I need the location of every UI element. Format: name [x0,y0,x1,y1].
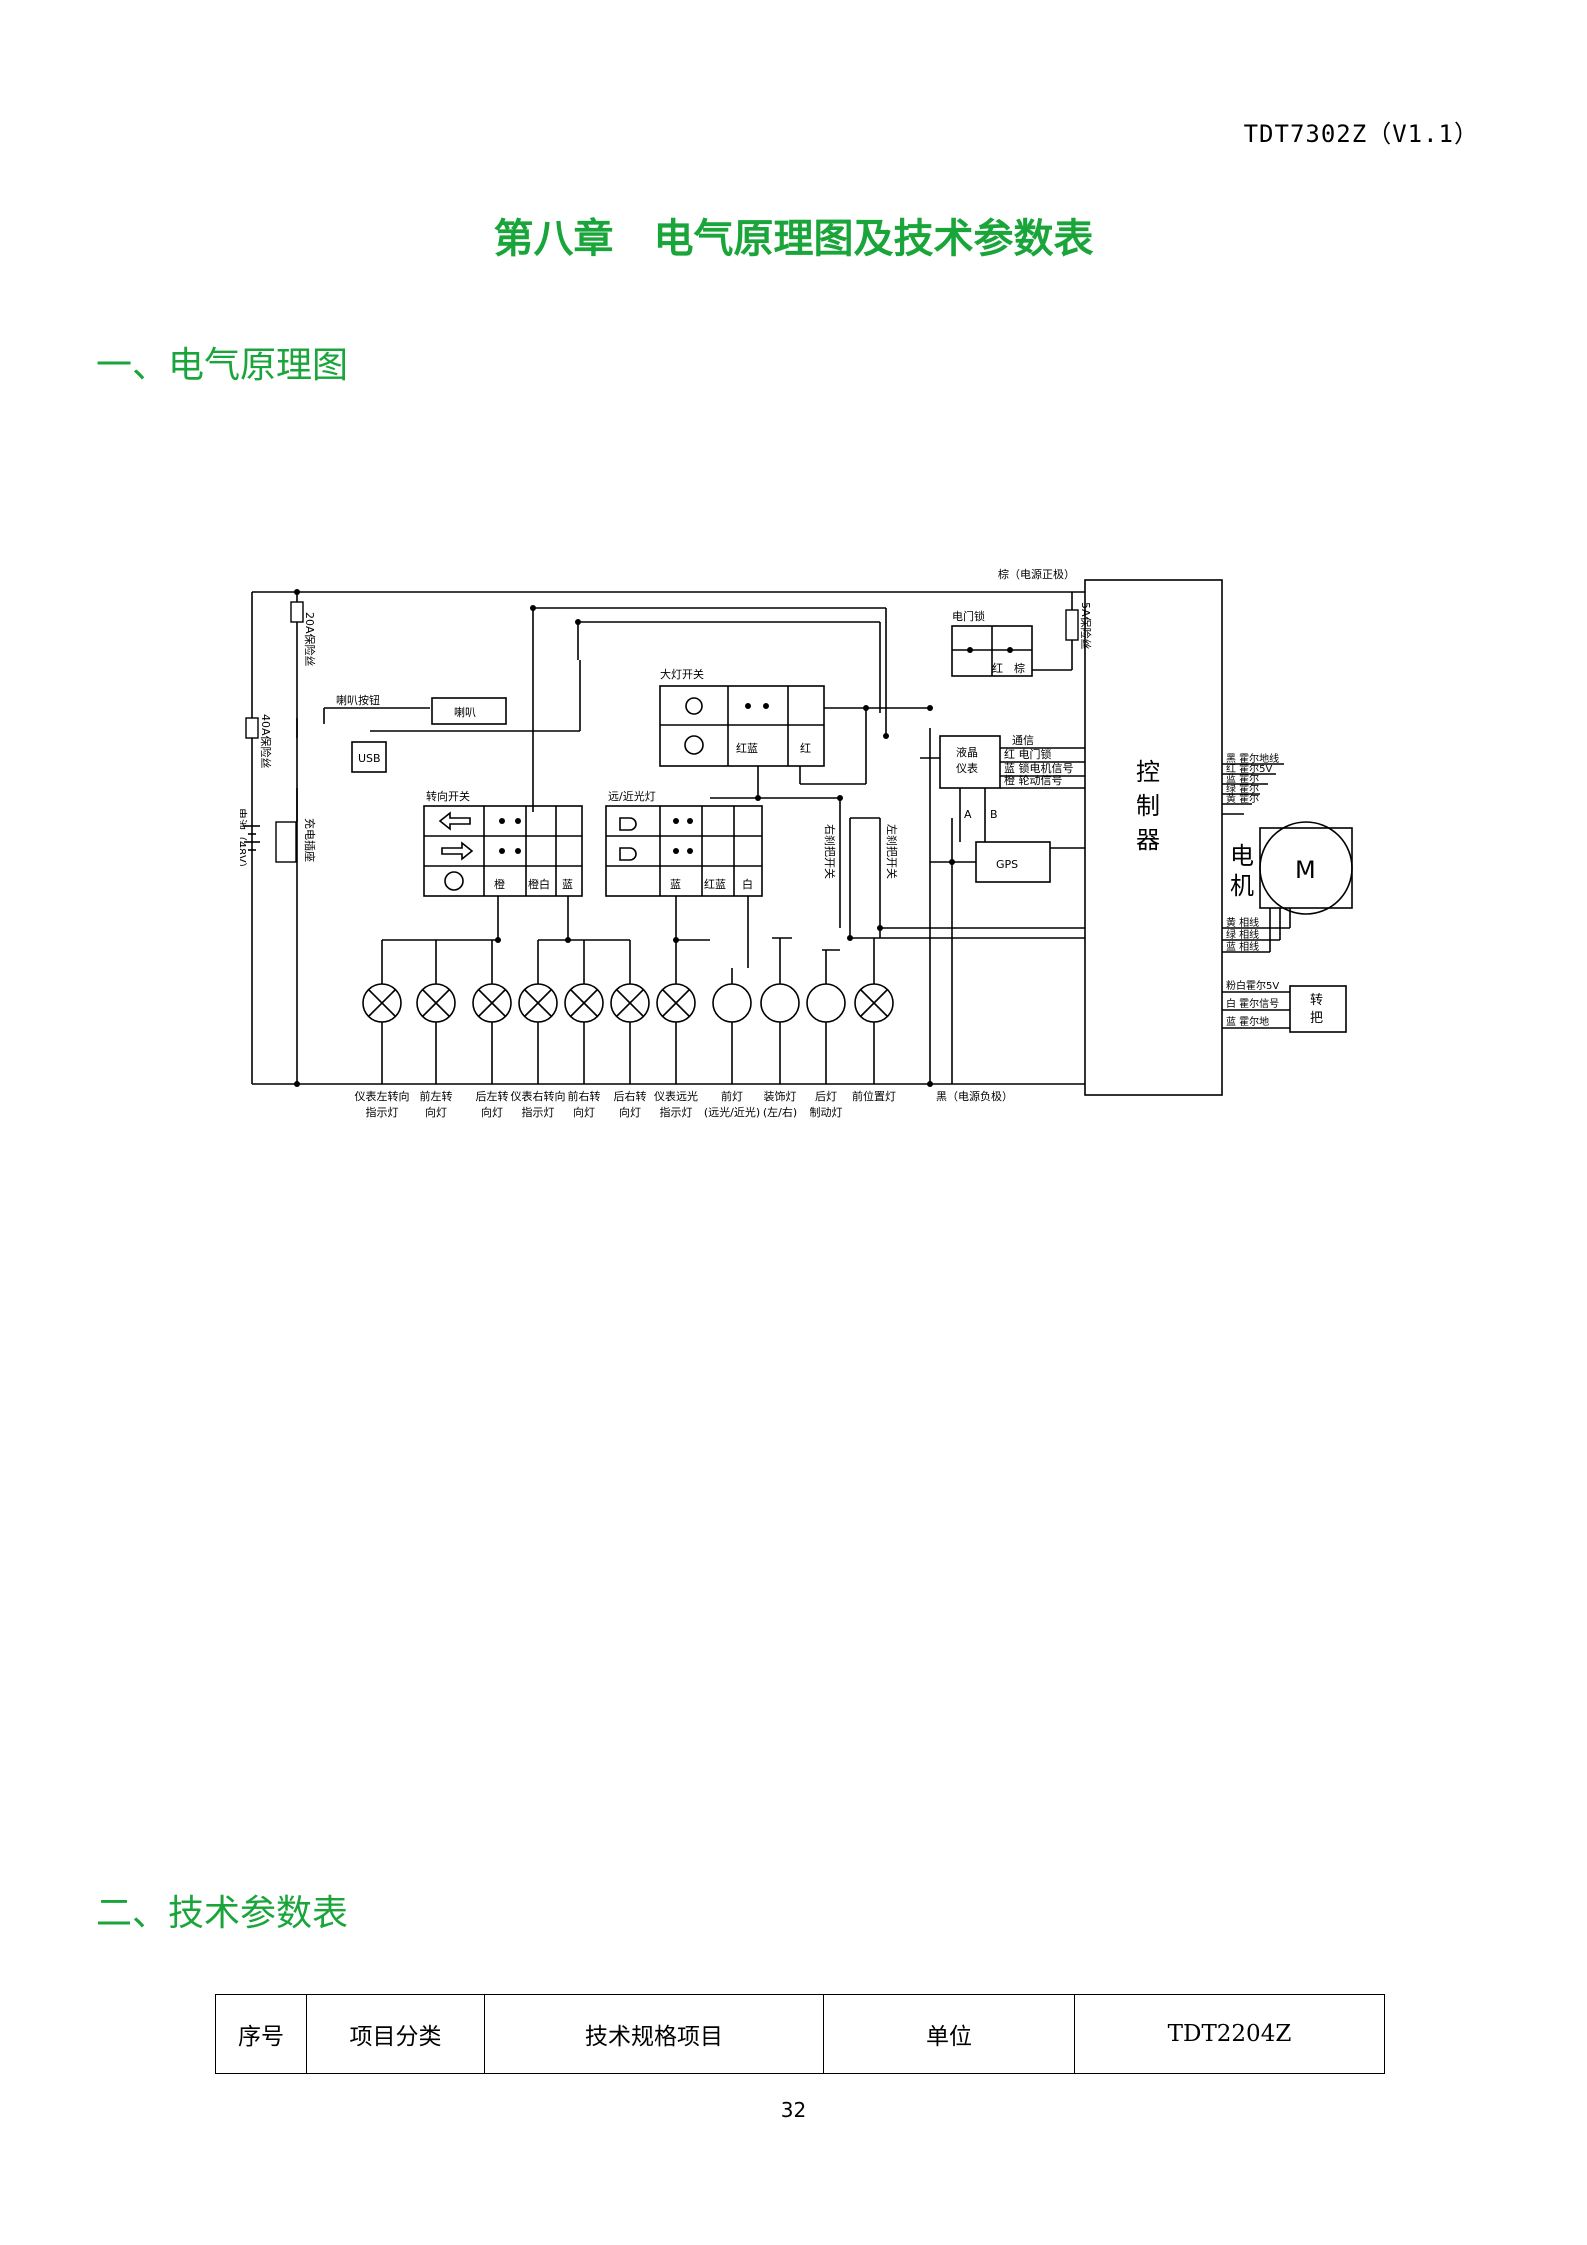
throttle-ground-label: 蓝 霍尔地 [1226,1015,1269,1028]
phase-blue-label: 蓝 相线 [1226,940,1259,953]
fuse-40a-label: 40A保险丝 [259,714,273,769]
throttle-label-2: 把 [1310,1011,1323,1026]
ignition-wire-red: 红 [992,662,1003,675]
beam-wire-3: 白 [742,877,753,891]
hall-green-label: 绿 霍尔 [1226,782,1259,795]
lamp-label-2-line1: 前左转 [420,1089,453,1103]
table-header-row: 序号 项目分类 技术规格项目 单位 TDT2204Z [215,1994,1385,2074]
lamp-label-8-line1: 前灯 [721,1089,743,1103]
turn-wire-2: 橙白 [528,877,550,891]
hall-blue-label: 蓝 霍尔 [1226,772,1259,785]
section-title-specs: 二、技术参数表 [96,1893,349,1934]
right-brake-switch-label: 右刹把开关 [823,824,837,879]
spec-table: 序号 项目分类 技术规格项目 单位 TDT2204Z [215,1994,1385,2074]
page-number: 32 [780,2098,807,2122]
lamp-label-5-line2: 向灯 [573,1105,595,1119]
controller-label-3: 器 [1136,826,1160,854]
bus-a-label: A [964,808,972,821]
headlight-switch-label: 大灯开关 [660,667,704,681]
lamp-label-4-line1: 仪表右转向 [511,1089,566,1103]
lamp-label-3-line2: 向灯 [481,1105,503,1119]
lamp-label-11-line1: 前位置灯 [852,1089,896,1103]
lamp-label-1-line1: 仪表左转向 [355,1089,410,1103]
header-model: TDT2204Z [1074,1994,1385,2074]
turn-wire-3: 蓝 [562,878,573,891]
lamp-labels: 仪表左转向指示灯前左转向灯后左转向灯仪表右转向指示灯前右转向灯后右转向灯仪表远光… [355,1089,897,1119]
lamp-label-8-line2: (远光/近光) [704,1105,760,1119]
header-category: 项目分类 [306,1994,485,2074]
motor-label-2: 机 [1230,872,1254,900]
header-unit: 单位 [823,1994,1075,2074]
ignition-wire-brown: 棕 [1014,661,1025,675]
lamp-label-10-line1: 后灯 [815,1090,837,1103]
beam-switch-label: 远/近光灯 [608,789,656,803]
throttle-label-1: 转 [1310,993,1323,1008]
orange-wheel-signal-label: 橙 轮动信号 [1004,773,1063,787]
section-title-schematic: 一、电气原理图 [96,345,349,386]
electrical-schematic: 20A保险丝 40A保险丝 5A保险丝 电池（48V） 充电插座 棕（电源正极）… [240,568,1353,1119]
phase-yellow-label: 黄 相线 [1226,916,1259,929]
battery-label: 电池（48V） [240,808,248,874]
usb-label: USB [358,752,381,765]
lamp-label-10-line2: 制动灯 [810,1106,843,1119]
horn-label: 喇叭 [454,705,476,719]
chapter-title: 第八章 电气原理图及技术参数表 [493,216,1094,262]
lamp-label-1-line2: 指示灯 [366,1105,399,1119]
red-ignition-label: 红 电门锁 [1004,747,1052,761]
turn-switch-label: 转向开关 [426,789,470,803]
fuse-5a-label: 5A保险丝 [1079,602,1093,650]
beam-wire-2: 红蓝 [704,878,726,891]
ignition-lock-label: 电门锁 [952,609,985,623]
hall-5v-label: 红 霍尔5V [1226,762,1273,775]
power-negative-label: 黑（电源负极） [936,1089,1013,1103]
lamp-label-7-line1: 仪表远光 [654,1089,698,1103]
throttle-signal-label: 白 霍尔信号 [1226,997,1279,1010]
hall-yellow-label: 黄 霍尔 [1226,792,1259,805]
lamp-label-7-line2: 指示灯 [660,1105,693,1119]
controller-label-1: 控 [1136,758,1160,786]
fuse-20a-label: 20A保险丝 [303,612,317,667]
motor-label-1: 电 [1230,842,1254,870]
lamp-label-3-line1: 后左转 [476,1089,509,1103]
blue-motor-signal-label: 蓝 锁电机信号 [1004,761,1074,775]
comm-label: 通信 [1012,734,1034,747]
left-brake-switch-label: 左刹把开关 [885,824,899,879]
bus-b-label: B [990,808,998,821]
document-code: TDT7302Z（V1.1） [1243,120,1479,148]
lamp-label-6-line1: 后右转 [614,1089,647,1103]
throttle-5v-label: 粉白霍尔5V [1226,979,1279,992]
phase-green-label: 绿 相线 [1226,928,1259,941]
lamp-label-6-line2: 向灯 [619,1105,641,1119]
lamp-label-9-line1: 装饰灯 [764,1089,797,1103]
lcd-label-line1: 液晶 [956,745,978,759]
header-spec-item: 技术规格项目 [484,1994,824,2074]
lamp-label-9-line2: (左/右) [763,1105,797,1119]
controller-label-2: 制 [1136,792,1160,820]
headlight-wire-1: 红蓝 [736,742,758,755]
lamp-label-2-line2: 向灯 [425,1105,447,1119]
charger-port-label: 充电插座 [303,818,317,862]
hall-ground-label: 黑 霍尔地线 [1226,752,1279,765]
header-index: 序号 [215,1994,307,2074]
lamp-label-4-line2: 指示灯 [522,1105,555,1119]
power-positive-label: 棕（电源正极） [998,568,1075,581]
horn-button-label: 喇叭按钮 [336,693,380,707]
lcd-label-line2: 仪表 [956,761,978,775]
beam-wire-1: 蓝 [670,878,681,891]
turn-wire-1: 橙 [494,877,505,891]
headlight-wire-2: 红 [800,742,811,755]
lamp-label-5-line1: 前右转 [568,1089,601,1103]
motor-symbol: M [1295,856,1316,884]
gps-label: GPS [996,858,1018,871]
